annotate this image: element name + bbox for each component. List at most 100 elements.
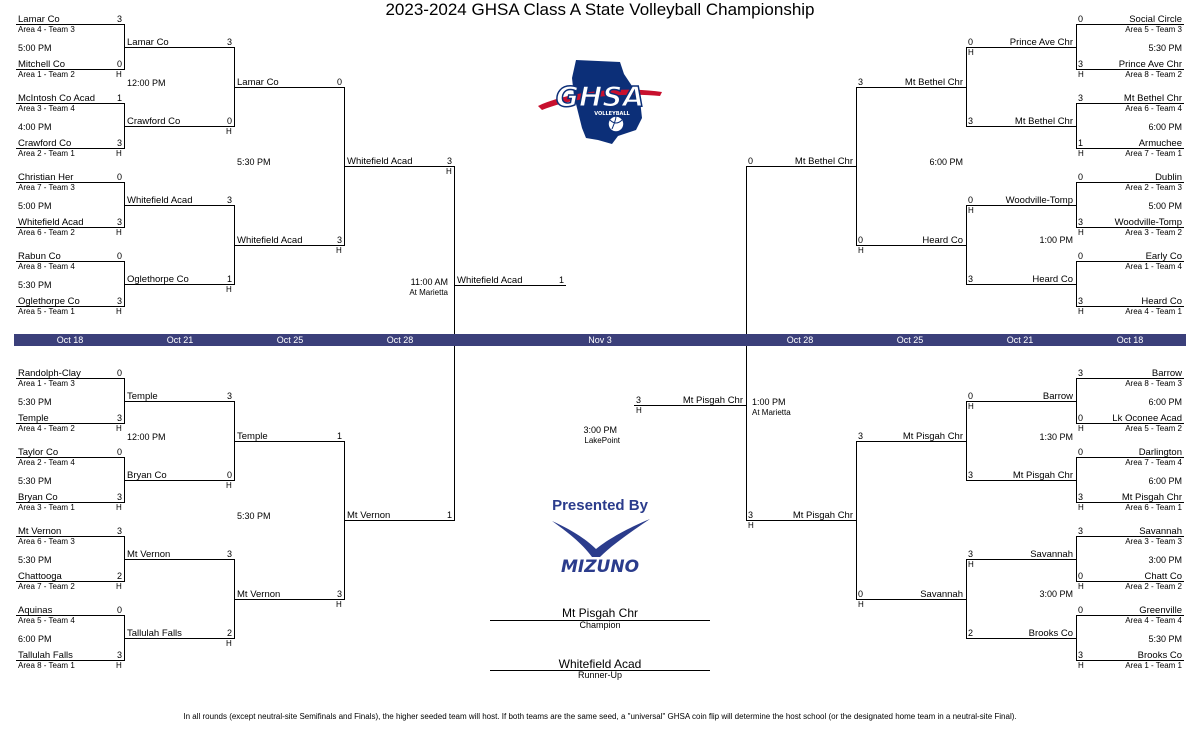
match-time: 5:00 PM: [1148, 201, 1182, 211]
match-time: 11:00 AM: [410, 277, 448, 287]
round2-connector: [966, 401, 967, 481]
round3-line: [856, 441, 966, 442]
team-score: 3: [1078, 296, 1084, 306]
team-name: Christian Her: [18, 172, 74, 183]
team-name: Whitefield Acad: [18, 217, 84, 228]
round1-line: [16, 261, 124, 262]
match-time: 5:30 PM: [18, 555, 52, 565]
team-score: 0: [1078, 14, 1084, 24]
home-marker: H: [116, 503, 122, 512]
match-time: 6:00 PM: [1148, 122, 1182, 132]
match-time: 5:30 PM: [18, 476, 52, 486]
round1-line: [1076, 615, 1184, 616]
seed-label: Area 5 - Team 4: [18, 616, 75, 625]
team-name: Savannah: [1030, 549, 1073, 560]
team-name: Crawford Co: [18, 138, 72, 149]
round1-connector: [1076, 536, 1077, 582]
team-name: Mt Bethel Chr: [904, 77, 963, 88]
team-name: Mt Pisgah Chr: [1012, 470, 1073, 481]
seed-label: Area 4 - Team 2: [18, 424, 75, 433]
round1-line: [16, 69, 124, 70]
round1-line: [16, 227, 124, 228]
round1-line: [1076, 24, 1184, 25]
team-score: 3: [1078, 650, 1084, 660]
home-marker: H: [1078, 503, 1084, 512]
seed-label: Area 1 - Team 4: [1125, 262, 1182, 271]
team-name: Woodville-Tomp: [1114, 217, 1182, 228]
team-name: Randolph-Clay: [18, 368, 81, 379]
runner-up-line: [490, 670, 710, 671]
team-score: 0: [116, 447, 122, 457]
seed-label: Area 2 - Team 4: [18, 458, 75, 467]
runner-up-label: Runner-Up: [577, 670, 623, 680]
team-score: 3: [858, 77, 864, 87]
round1-line: [1076, 536, 1184, 537]
team-name: Savannah: [920, 589, 963, 600]
team-score: 3: [116, 413, 122, 423]
team-score: 0: [1078, 413, 1084, 423]
team-name: Rabun Co: [18, 251, 61, 262]
round3-line: [234, 87, 344, 88]
seed-label: Area 1 - Team 1: [1125, 661, 1182, 670]
team-name: Tallulah Falls: [127, 628, 182, 639]
match-time: 3:00 PM: [1039, 589, 1073, 599]
round1-line: [16, 615, 124, 616]
round3-line: [856, 599, 966, 600]
team-name: Lk Oconee Acad: [1112, 413, 1182, 424]
team-name: Lamar Co: [237, 77, 279, 88]
round2-line: [966, 401, 1076, 402]
seed-label: Area 3 - Team 1: [18, 503, 75, 512]
match-time: 3:00 PM: [1148, 555, 1182, 565]
round1-line: [16, 502, 124, 503]
round2-line: [124, 559, 234, 560]
team-name: Woodville-Tomp: [1005, 195, 1073, 206]
team-score: 3: [858, 431, 864, 441]
round2-line: [124, 480, 234, 481]
match-time: 6:00 PM: [1148, 397, 1182, 407]
round3-connector: [856, 441, 857, 600]
mizuno-logo: MIZUNO: [546, 515, 654, 577]
round2-line: [966, 47, 1076, 48]
team-name: Barrow: [1042, 391, 1073, 402]
champion-label: Champion: [579, 620, 621, 630]
date-final: Nov 3: [588, 335, 612, 345]
home-marker: H: [226, 127, 232, 136]
team-name: Temple: [237, 431, 268, 442]
date-right-r1: Oct 18: [1116, 335, 1144, 345]
ghsa-logo-subtext: VOLLEYBALL: [594, 111, 630, 117]
team-score: 3: [1078, 93, 1084, 103]
team-score: 1: [336, 431, 342, 441]
team-name: Mt Pisgah Chr: [1121, 492, 1182, 503]
team-score: 0: [968, 37, 974, 47]
team-score: 2: [226, 628, 232, 638]
team-name: Whitefield Acad: [457, 275, 523, 286]
team-score: 3: [968, 116, 974, 126]
home-marker: H: [116, 307, 122, 316]
round2-line: [124, 284, 234, 285]
seed-label: Area 7 - Team 2: [18, 582, 75, 591]
team-score: 0: [1078, 172, 1084, 182]
team-name: Temple: [127, 391, 158, 402]
seed-label: Area 1 - Team 2: [18, 70, 75, 79]
round1-connector: [1076, 615, 1077, 661]
team-score: 3: [116, 492, 122, 502]
round3-line: [234, 245, 344, 246]
home-marker: H: [968, 48, 974, 57]
team-score: 0: [858, 589, 864, 599]
team-name: Heard Co: [1141, 296, 1182, 307]
round2-line: [966, 559, 1076, 560]
round1-line: [16, 660, 124, 661]
round2-line: [966, 126, 1076, 127]
team-name: Oglethorpe Co: [127, 274, 189, 285]
match-time: 5:00 PM: [18, 43, 52, 53]
date-right-r2: Oct 21: [1006, 335, 1034, 345]
date-left-r2: Oct 21: [166, 335, 194, 345]
round1-line: [1076, 423, 1184, 424]
round4-line: [746, 166, 856, 167]
team-name: Mt Bethel Chr: [794, 156, 853, 167]
round4-line: [746, 520, 856, 521]
round2-line: [124, 47, 234, 48]
presented-by-label: Presented By: [552, 497, 648, 514]
round1-line: [1076, 148, 1184, 149]
